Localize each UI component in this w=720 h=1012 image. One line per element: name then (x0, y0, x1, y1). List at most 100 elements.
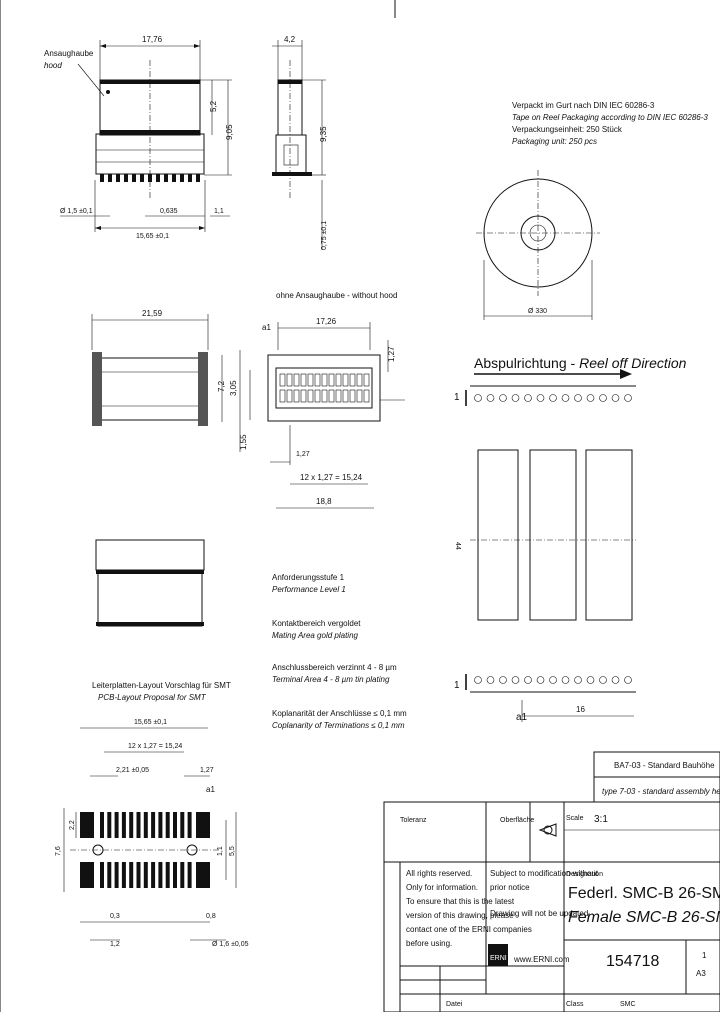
contact-cavity (293, 373, 300, 387)
sprocket-hole (586, 394, 595, 402)
tape-drawing (465, 369, 636, 722)
contact-cavity (349, 373, 356, 387)
solder-pad (136, 862, 141, 888)
sprocket-hole (574, 394, 582, 402)
side-dim-bottom: 0,75 ±0,1 (321, 221, 328, 250)
ensure-text: To ensure that this is the latest (406, 897, 515, 906)
dim-bottom-top: 15,65 ±0,1 (136, 233, 169, 240)
tape-tick-bottom: 1 (454, 680, 460, 691)
mid-dim-bottom: 18,8 (316, 497, 332, 506)
note-plating-en: Mating Area gold plating (272, 631, 359, 640)
pack-line3: Verpackungseinheit: 250 Stück (512, 125, 623, 134)
sprocket-hole (549, 394, 557, 402)
solder-pad (143, 812, 148, 838)
pcb-dim-22: 2,2 (69, 820, 76, 830)
contact-cavity (314, 373, 321, 387)
format: A3 (696, 969, 706, 978)
contact-cavity (321, 373, 328, 387)
solder-pad (187, 862, 192, 888)
contact-cavity (314, 389, 321, 403)
dim-pitch-top: 0,635 (160, 208, 178, 215)
pcb-title-en: PCB-Layout Proposal for SMT (98, 693, 207, 702)
mid-dim-pitch: 12 x 1,27 = 15,24 (300, 473, 363, 482)
contact-cavity (363, 373, 370, 387)
reel-dia: Ø 330 (528, 308, 547, 315)
solder-pad (114, 812, 119, 838)
scale-value: 3:1 (594, 814, 608, 825)
standard-line: BA7-03 - Standard Bauhöhe (614, 761, 715, 770)
pack-line2: Tape on Reel Packaging according to DIN … (512, 113, 708, 122)
dim-hood-height: 5,2 (209, 100, 218, 112)
sprocket-hole (574, 676, 582, 684)
pack-line1: Verpackt im Gurt nach DIN IEC 60286-3 (512, 101, 655, 110)
reel-off-label: Abspulrichtung - Reel off Direction (474, 355, 687, 371)
file-label: Datei (446, 1001, 463, 1008)
sprocket-hole (549, 676, 557, 684)
standard-en: type 7-03 - standard assembly height (602, 787, 720, 796)
prior-text: prior notice (490, 883, 530, 892)
sprocket-hole (524, 676, 532, 684)
mid-dim-right: 1,27 (387, 346, 396, 362)
pin (124, 174, 128, 182)
contact-text: contact one of the ERNI companies (406, 925, 532, 934)
pcb-dim-pitch: 12 x 1,27 = 15,24 (128, 743, 182, 750)
solder-pad (121, 812, 126, 838)
solder-pad (143, 862, 148, 888)
solder-pad (151, 862, 156, 888)
sprocket-hole (511, 676, 520, 684)
pcb-dim-dia: Ø 1,6 ±0,05 (212, 941, 249, 948)
surface-label: Oberfläche (500, 817, 534, 824)
solder-pad (121, 862, 126, 888)
solder-pad (165, 812, 170, 838)
sprocket-hole (474, 394, 482, 402)
sprocket-hole (474, 676, 482, 684)
tolerance-label: Toleranz (400, 817, 427, 824)
solder-pad (107, 812, 112, 838)
pin (140, 174, 144, 182)
note-terminal-de: Anschlussbereich verzinnt 4 - 8 µm (272, 663, 397, 672)
title-block-frame (383, 751, 720, 1012)
sprocket-hole (599, 394, 607, 402)
solder-pad (136, 812, 141, 838)
pcb-title-de: Leiterplatten-Layout Vorschlag für SMT (92, 681, 231, 690)
only-info: Only for information. (406, 883, 478, 892)
sprocket-hole (599, 676, 607, 684)
solder-pad (173, 862, 177, 888)
subject-text: Subject to modification without (490, 869, 599, 878)
solder-pad (173, 812, 177, 838)
pcb-layout-drawing (63, 727, 237, 941)
pcb-a1: a1 (206, 785, 215, 794)
tape-dim-44: 44 (454, 542, 461, 550)
mid-dim-width: 21,59 (142, 309, 163, 318)
hood-label-en: hood (44, 61, 62, 70)
solder-pad (158, 812, 163, 838)
sprocket-hole (611, 394, 620, 402)
sprocket-hole (524, 394, 532, 402)
sprocket-hole (499, 394, 507, 402)
not-update-text: Drawing will not be updated (490, 909, 588, 918)
sprocket-hole (536, 394, 545, 402)
solder-pad (158, 862, 163, 888)
pin (116, 174, 120, 182)
sprocket-hole (624, 676, 632, 684)
contact-cavity (300, 389, 307, 403)
contact-cavity (279, 389, 286, 403)
pcb-dim-55: 5,5 (229, 846, 236, 856)
mid-dim-height: 7,2 (217, 380, 226, 392)
designation-label: Designation (566, 871, 603, 878)
contact-cavity (335, 373, 342, 387)
sheet-number: 1 (702, 951, 707, 960)
note-copl-de: Koplanarität der Anschlüsse ≤ 0,1 mm (272, 709, 407, 718)
sprocket-hole (561, 394, 570, 402)
solder-pad (100, 812, 104, 838)
class-label: Class (566, 1001, 584, 1008)
scale-label: Scale (566, 815, 584, 822)
pin (156, 174, 160, 182)
contact-cavity (307, 389, 314, 403)
all-rights: All rights reserved. (406, 869, 472, 878)
sprocket-hole (624, 394, 632, 402)
reel-drawing (476, 170, 600, 320)
mid-a1: a1 (262, 323, 271, 332)
sprocket-hole (486, 394, 495, 402)
